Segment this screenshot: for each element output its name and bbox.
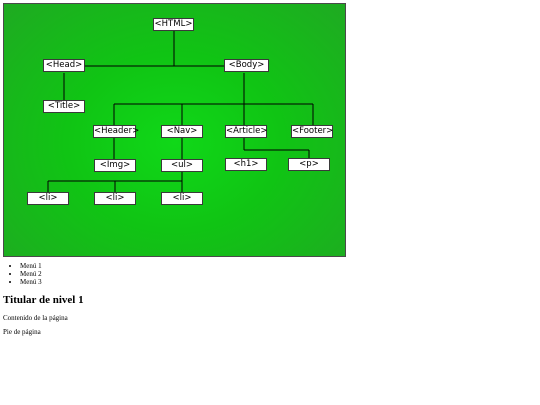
menu-item: Menú 3 xyxy=(20,278,540,286)
node-li-2: <li> xyxy=(94,192,136,205)
page-heading: Titular de nivel 1 xyxy=(3,294,84,306)
node-li-3: <li> xyxy=(161,192,203,205)
node-p: <p> xyxy=(288,158,330,171)
node-title: <Title> xyxy=(43,100,85,113)
node-head: <Head> xyxy=(43,59,85,72)
menu-item: Menú 1 xyxy=(20,262,540,270)
node-h1: <h1> xyxy=(225,158,267,171)
menu-item: Menú 2 xyxy=(20,270,540,278)
dom-tree-diagram: <HTML> <Head> <Body> <Title> <Header> <N… xyxy=(3,3,346,257)
page-content: Menú 1 Menú 2 Menú 3 Titular de nivel 1 … xyxy=(0,262,540,337)
node-header: <Header> xyxy=(93,125,140,138)
page-footer: Pie de página xyxy=(3,328,41,336)
node-img: <Img> xyxy=(94,159,136,172)
page-content-text: Contenido de la página xyxy=(3,314,68,322)
node-nav: <Nav> xyxy=(161,125,203,138)
node-li-1: <li> xyxy=(27,192,69,205)
node-html: <HTML> xyxy=(153,18,194,31)
node-footer: <Footer> xyxy=(291,125,334,138)
menu-list: Menú 1 Menú 2 Menú 3 xyxy=(0,262,540,286)
node-body: <Body> xyxy=(224,59,269,72)
tree-connectors xyxy=(47,31,314,192)
node-ul: <ul> xyxy=(161,159,203,172)
node-article: <Article> xyxy=(225,125,268,138)
